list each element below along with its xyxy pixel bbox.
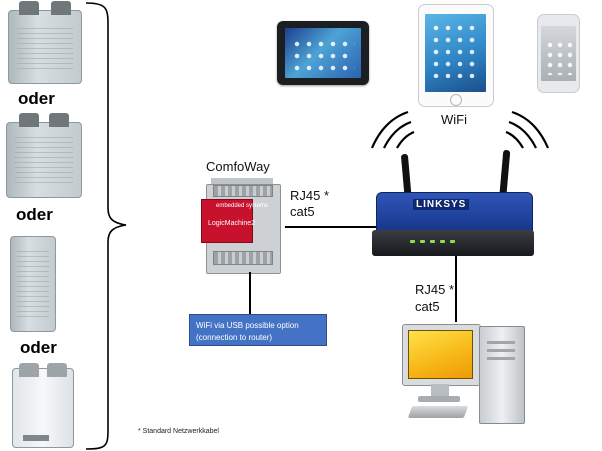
smartphone <box>537 14 580 93</box>
rj45-bottom-line1: RJ45 * <box>415 282 455 297</box>
link-comfoway-router <box>285 226 377 228</box>
grouping-bracket <box>85 2 127 450</box>
wifi-usb-info-box: WiFi via USB possible option (connection… <box>189 314 327 346</box>
ventilation-unit-4 <box>12 363 74 448</box>
link-comfoway-infobox <box>249 272 251 316</box>
or-label-2: oder <box>16 205 53 224</box>
pc-monitor <box>402 324 481 386</box>
info-box-line1: WiFi via USB possible option <box>196 321 299 330</box>
din-rail <box>211 178 273 186</box>
ventilation-unit-1 <box>8 1 82 84</box>
wifi-waves-left-icon <box>370 110 415 149</box>
comfoway-module: embedded systems LogicMachine2 <box>201 184 281 274</box>
wifi-waves-right-icon <box>505 110 550 149</box>
rj45-bottom-line2: cat5 <box>415 299 440 314</box>
or-label-3: oder <box>20 338 57 357</box>
info-box-line2: (connection to router) <box>196 333 273 342</box>
router-front-panel <box>372 230 534 256</box>
android-tablet <box>277 21 369 85</box>
or-label-1: oder <box>18 89 55 108</box>
module-brand: embedded systems <box>216 203 269 209</box>
monitor-stand <box>431 384 449 398</box>
router-logo: LINKSYS <box>413 199 470 210</box>
rj45-left-line2: cat5 <box>290 204 315 219</box>
comfoway-label: ComfoWay <box>206 159 270 174</box>
pc-tower <box>479 326 525 424</box>
footnote: * Standard Netzwerkkabel <box>138 428 219 435</box>
rj45-left-line1: RJ45 * <box>290 188 330 203</box>
link-router-pc <box>455 256 457 322</box>
ventilation-unit-3 <box>10 236 56 332</box>
ventilation-unit-2 <box>6 113 82 198</box>
monitor-base <box>418 396 460 402</box>
ipad <box>418 4 494 107</box>
wifi-label: WiFi <box>441 112 467 127</box>
keyboard <box>407 406 469 418</box>
module-name: LogicMachine2 <box>208 220 256 227</box>
